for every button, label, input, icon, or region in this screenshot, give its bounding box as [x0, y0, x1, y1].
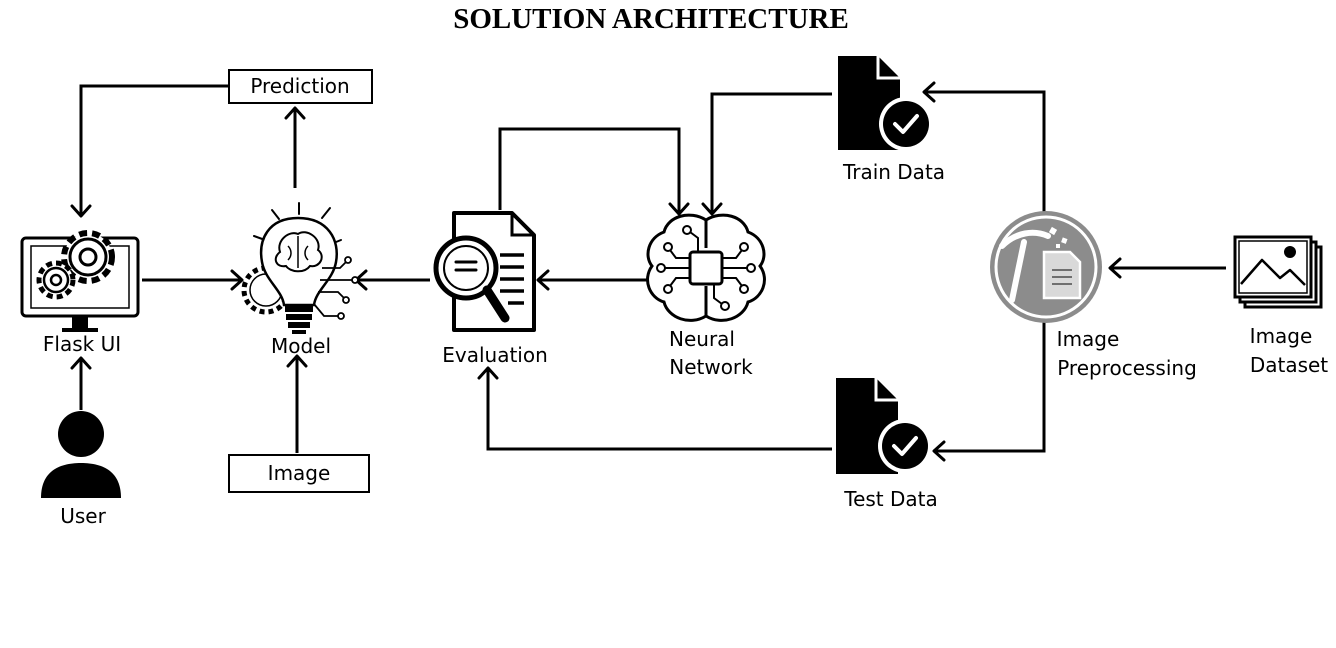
connectors — [70, 81, 1226, 462]
preprocessing-circle-icon — [990, 211, 1102, 323]
user-icon — [41, 411, 121, 498]
neural-network-label-line2: Network — [669, 355, 753, 379]
arrow-preprocessing-to-test — [936, 322, 1046, 453]
neural-network-label-line1: Neural — [669, 327, 735, 351]
test-data-label: Test Data — [843, 487, 938, 511]
arrow-test-to-evaluation — [486, 370, 832, 451]
lightbulb-brain-icon — [241, 202, 359, 334]
image-dataset-label-line1: Image — [1250, 324, 1313, 348]
image-preprocessing-label-line2: Preprocessing — [1057, 356, 1197, 380]
arrow-evaluation-to-network — [498, 127, 681, 212]
diagram-title: SOLUTION ARCHITECTURE — [453, 3, 849, 35]
evaluation-label: Evaluation — [442, 343, 548, 367]
model-label: Model — [271, 334, 331, 358]
image-dataset-label-line2: Dataset — [1250, 353, 1328, 377]
arrow-prediction-to-flask — [79, 84, 228, 214]
train-data-label: Train Data — [842, 160, 945, 184]
flask-ui-label: Flask UI — [43, 332, 121, 356]
arrow-preprocessing-to-train — [926, 90, 1046, 212]
arrow-train-to-network — [710, 92, 832, 212]
prediction-label: Prediction — [250, 74, 349, 98]
image-preprocessing-label-line1: Image — [1057, 327, 1120, 351]
image-box: Image — [228, 454, 370, 493]
image-label: Image — [268, 461, 331, 485]
image-stack-icon — [1233, 235, 1323, 309]
prediction-box: Prediction — [228, 69, 373, 104]
train-data-document-check-icon — [838, 56, 933, 151]
user-label: User — [60, 504, 106, 528]
test-data-document-check-icon — [836, 378, 932, 474]
document-magnifier-icon — [433, 211, 536, 332]
brain-chip-icon — [646, 213, 766, 322]
monitor-gears-icon — [20, 230, 140, 332]
